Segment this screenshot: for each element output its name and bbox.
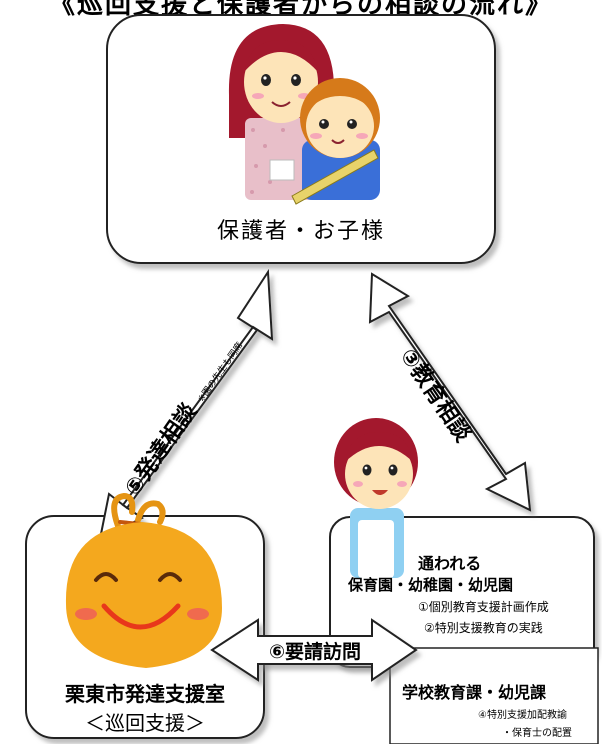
nursery-item: ②特別支援教育の実践 [424,621,543,635]
visit-request-arrow [210,618,418,682]
school-dept-item: ④特別支援加配教諭 [478,710,567,721]
school-dept-item: ・保育士の配置 [502,728,572,739]
mother-child-illustration [228,24,380,205]
support-office-name: 栗東市発達支援室 [65,682,225,706]
nursery-item: ①個別教育支援計画作成 [418,600,549,614]
teacher-illustration [334,418,418,578]
visit-request-label: ⑥要請訪問 [268,641,362,663]
education-consult-arrow [368,272,532,512]
nursery-subtitle: 保育園・幼稚園・幼児園 [348,576,514,594]
support-office-subtitle: ＜巡回支援＞ [85,711,205,735]
school-dept-box [389,647,599,744]
mascot-illustration [65,492,222,668]
school-dept-title: 学校教育課・幼児課 [402,683,547,702]
parent-label: 保護者・お子様 [216,219,385,244]
nursery-title: 通われる [418,554,482,573]
